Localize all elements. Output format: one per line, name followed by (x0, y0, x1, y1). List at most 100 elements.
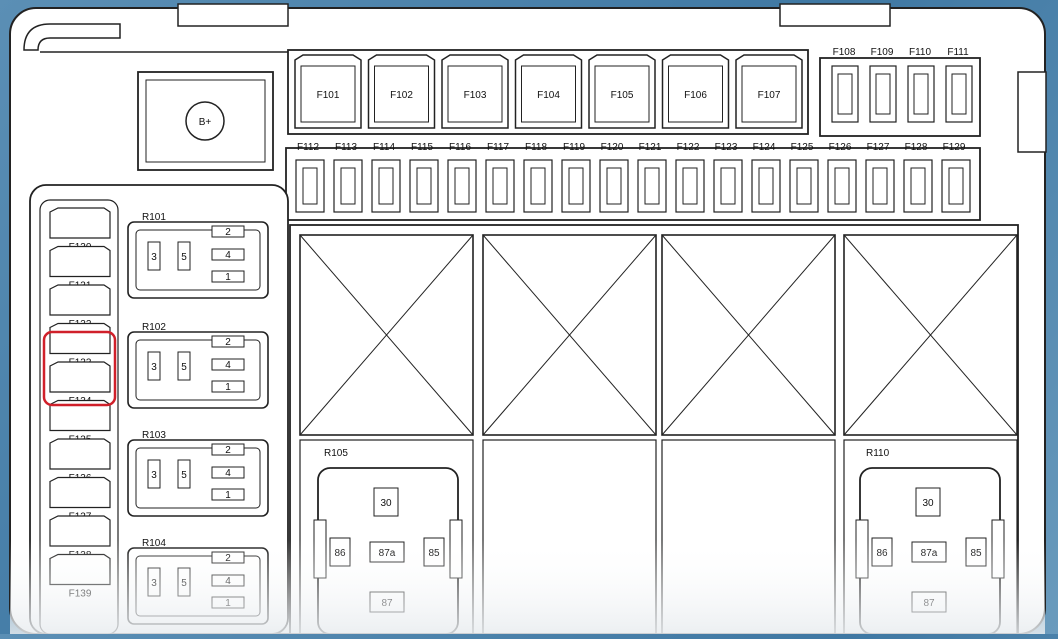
relay-pin-label-r102: 1 (225, 382, 231, 393)
relay-socket-cross (661, 234, 836, 436)
fuse-f137 (49, 476, 111, 509)
fuse-body-f115 (416, 167, 432, 205)
fuse-label-f106: F106 (684, 90, 707, 101)
fuse-body-f119 (568, 167, 584, 205)
fuse-f136 (49, 438, 111, 470)
fuse-body-f118 (530, 167, 546, 205)
relay-pin-label-r105: 30 (380, 498, 392, 509)
relay-pin-r102 (211, 358, 245, 371)
fuse-body-f114 (378, 167, 394, 205)
relay-pin-r101 (211, 270, 245, 283)
relay-pin-label-r103: 4 (225, 468, 231, 479)
relay-socket-cross (482, 234, 657, 436)
fuse-body-f127 (872, 167, 888, 205)
fuse-body-f125 (796, 167, 812, 205)
fuse-body-f106 (668, 65, 723, 123)
highlight-f133 (42, 330, 117, 407)
relay-pin-r103 (211, 488, 245, 501)
relay-pin-r102 (177, 351, 191, 381)
relay-pin-r103 (147, 459, 161, 489)
relay-pin-r102 (147, 351, 161, 381)
relay-pin-r102 (211, 380, 245, 393)
fuse-body-f104 (521, 65, 576, 123)
fuse-f133 (49, 322, 111, 355)
fuse-label-f102: F102 (390, 90, 413, 101)
relay-pin-r101 (211, 248, 245, 261)
fuse-body-f116 (454, 167, 470, 205)
relay-pin-r105 (373, 487, 399, 517)
relay-pin-label-r110: 30 (922, 498, 934, 509)
relay-pin-r101 (177, 241, 191, 271)
fuse-body-f117 (492, 167, 508, 205)
relay-label-r110: R110 (866, 448, 890, 459)
relay-pin-r101 (211, 225, 245, 238)
fuse-label-f122: F122 (677, 142, 700, 153)
fuse-label-f104: F104 (537, 90, 560, 101)
fuse-body-f109 (875, 73, 891, 115)
fuse-label-f116: F116 (449, 142, 471, 153)
fuse-body-f102 (374, 65, 429, 123)
fuse-label-f108: F108 (833, 47, 856, 58)
fuse-body-f101 (300, 65, 356, 123)
fuse-body-f123 (720, 167, 736, 205)
fuse-label-f110: F110 (909, 47, 931, 58)
relay-pin-label-r101: 1 (225, 272, 231, 283)
relay-socket-cross (843, 234, 1018, 436)
fuse-label-f114: F114 (373, 142, 395, 153)
board-side-latch (1017, 71, 1047, 153)
fuse-body-f113 (340, 167, 356, 205)
fuse-label-f117: F117 (487, 142, 509, 153)
fuse-body-f110 (913, 73, 929, 115)
fuse-f134 (49, 361, 111, 393)
battery-terminal-stud (185, 101, 225, 141)
fuse-label-f105: F105 (611, 90, 634, 101)
fuse-label-f123: F123 (715, 142, 738, 153)
fuse-body-f126 (834, 167, 850, 205)
relay-label-r102: R102 (142, 322, 166, 333)
relay-pin-label-r103: 3 (151, 470, 157, 481)
fuse-label-f129: F129 (943, 142, 966, 153)
board-top-latch-left (177, 3, 289, 27)
fuse-body-f128 (910, 167, 926, 205)
relay-socket-cross (299, 234, 474, 436)
fuse-body-f112 (302, 167, 318, 205)
fuse-label-f128: F128 (905, 142, 928, 153)
relay-label-r101: R101 (142, 212, 166, 223)
fuse-label-f103: F103 (464, 90, 487, 101)
relay-pin-label-r101: 3 (151, 252, 157, 263)
relay-pin-label-r103: 5 (181, 470, 187, 481)
fuse-body-f111 (951, 73, 967, 115)
fuse-label-f107: F107 (758, 90, 781, 101)
relay-label-r103: R103 (142, 430, 166, 441)
fuse-label-f120: F120 (601, 142, 624, 153)
mini-fuse-bank (285, 147, 981, 221)
relay-pin-r103 (211, 466, 245, 479)
fuse-body-f108 (837, 73, 853, 115)
relay-pin-label-r102: 4 (225, 360, 231, 371)
fuse-label-f121: F121 (639, 142, 662, 153)
relay-pin-label-r102: 3 (151, 362, 157, 373)
fuse-body-f120 (606, 167, 622, 205)
relay-pin-label-r101: 5 (181, 252, 187, 263)
fuse-body-f105 (594, 65, 650, 123)
fuse-label-f119: F119 (563, 142, 585, 153)
relay-pin-r101 (147, 241, 161, 271)
fuse-body-f129 (948, 167, 964, 205)
battery-terminal-label: B+ (199, 117, 212, 128)
fuse-label-f112: F112 (297, 142, 319, 153)
board-top-latch-right (779, 3, 891, 27)
relay-pin-r103 (177, 459, 191, 489)
relay-pin-r103 (211, 443, 245, 456)
fuse-body-f107 (741, 65, 797, 123)
fuse-label-f109: F109 (871, 47, 894, 58)
bottom-fade (10, 540, 1045, 634)
fuse-body-f124 (758, 167, 774, 205)
fuse-label-f127: F127 (867, 142, 890, 153)
relay-pin-r102 (211, 335, 245, 348)
fuse-body-f121 (644, 167, 660, 205)
relay-pin-r110 (915, 487, 941, 517)
relay-pin-label-r102: 5 (181, 362, 187, 373)
board-corner-tab (23, 23, 121, 51)
